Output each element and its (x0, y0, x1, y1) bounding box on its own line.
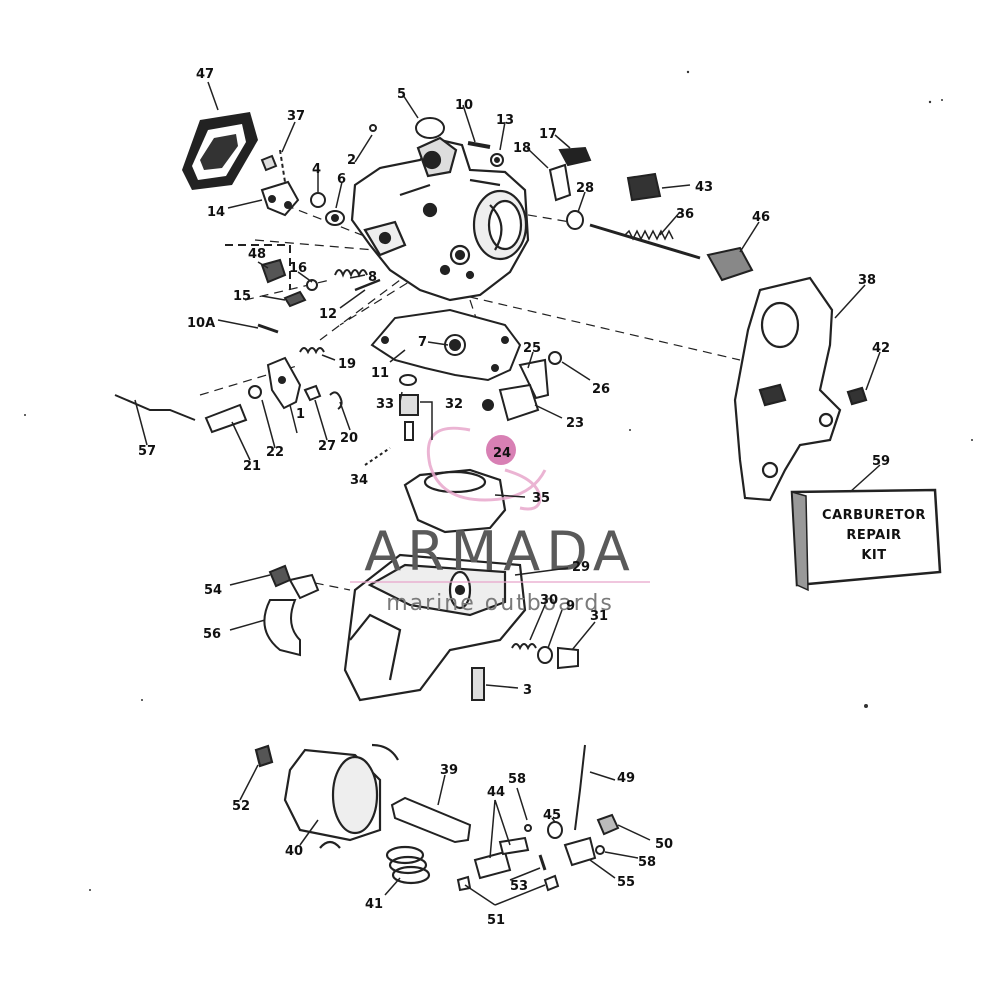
plunger-39 (390, 796, 472, 844)
callout-32: 32 (445, 397, 463, 412)
callout-55: 55 (617, 875, 635, 890)
callout-3: 3 (523, 683, 532, 698)
callout-38: 38 (858, 273, 876, 288)
spring-41 (385, 845, 431, 885)
callout-34: 34 (350, 473, 368, 488)
callout-30: 30 (540, 593, 558, 608)
kit-label-line1: CARBURETOR (822, 508, 926, 523)
callout-41: 41 (365, 897, 383, 912)
callout-12: 12 (319, 307, 337, 322)
callout-50: 50 (655, 837, 673, 852)
callout-8: 8 (368, 270, 377, 285)
callout-57: 57 (138, 444, 156, 459)
callout-48: 48 (248, 247, 266, 262)
callout-16: 16 (289, 261, 307, 276)
callout-40: 40 (285, 844, 303, 859)
callout-35: 35 (532, 491, 550, 506)
callout-1: 1 (296, 407, 305, 422)
callout-47: 47 (196, 67, 214, 82)
callout-26: 26 (592, 382, 610, 397)
callout-6: 6 (337, 172, 346, 187)
callout-10: 10 (455, 98, 473, 113)
callout-58-top: 58 (508, 772, 526, 787)
pin-10a (257, 323, 279, 334)
callout-33: 33 (376, 397, 394, 412)
callout-18: 18 (513, 141, 531, 156)
callout-20: 20 (340, 431, 358, 446)
watermark-logo (350, 426, 650, 583)
callout-28: 28 (576, 181, 594, 196)
callout-10a: 10A (187, 316, 215, 331)
bowl-drain-parts (471, 643, 579, 701)
callout-9: 9 (566, 599, 575, 614)
callout-31: 31 (590, 609, 608, 624)
callout-54: 54 (204, 583, 222, 598)
callout-51: 51 (487, 913, 505, 928)
callout-42: 42 (872, 341, 890, 356)
callout-11: 11 (371, 366, 389, 381)
kit-label-line3: KIT (861, 548, 886, 563)
callout-45: 45 (543, 808, 561, 823)
needle-valve-parts (364, 374, 419, 466)
callout-44: 44 (487, 785, 505, 800)
mounting-plate-38 (733, 276, 868, 502)
callout-59: 59 (872, 454, 890, 469)
callout-5: 5 (397, 87, 406, 102)
callout-43: 43 (695, 180, 713, 195)
callout-7: 7 (418, 335, 427, 350)
callout-39: 39 (440, 763, 458, 778)
callout-37: 37 (287, 109, 305, 124)
carburetor-body (350, 136, 530, 302)
callout-56: 56 (203, 627, 221, 642)
float-35 (403, 468, 507, 534)
solenoid-40 (254, 743, 399, 849)
float-hinge-parts (482, 351, 562, 422)
linkage-parts (114, 347, 343, 434)
callout-15: 15 (233, 289, 251, 304)
callout-13: 13 (496, 113, 514, 128)
callout-52: 52 (232, 799, 250, 814)
callout-14: 14 (207, 205, 225, 220)
watermark-brand: ARMADA (364, 520, 636, 583)
callout-2: 2 (347, 153, 356, 168)
watermark-tagline: marine outboards (386, 591, 614, 616)
callout-29: 29 (572, 560, 590, 575)
callout-labels: 1 2 3 4 5 6 7 8 9 10 10A 11 12 13 14 15 … (138, 67, 890, 928)
callout-21: 21 (243, 459, 261, 474)
callout-23: 23 (566, 416, 584, 431)
callout-22: 22 (266, 445, 284, 460)
float-bowl-29 (343, 553, 527, 702)
kit-label-line2: REPAIR (846, 528, 901, 543)
clamp-parts (263, 564, 320, 657)
small-parts-top (310, 117, 592, 230)
scan-speckles (24, 70, 973, 891)
spring-assembly-8 (225, 244, 381, 308)
callout-19: 19 (338, 357, 356, 372)
callout-53: 53 (510, 879, 528, 894)
callout-36: 36 (676, 207, 694, 222)
needle-valve-36 (589, 172, 754, 282)
callout-24: 24 (493, 446, 511, 461)
callout-58-right: 58 (638, 855, 656, 870)
callout-49: 49 (617, 771, 635, 786)
bracket-14 (260, 149, 300, 217)
callout-27: 27 (318, 439, 336, 454)
callout-25: 25 (523, 341, 541, 356)
gasket-47 (182, 112, 258, 190)
callout-17: 17 (539, 127, 557, 142)
leader-lines (134, 81, 881, 906)
repair-kit-box (790, 488, 942, 592)
callout-4: 4 (312, 162, 321, 177)
callout-46: 46 (752, 210, 770, 225)
